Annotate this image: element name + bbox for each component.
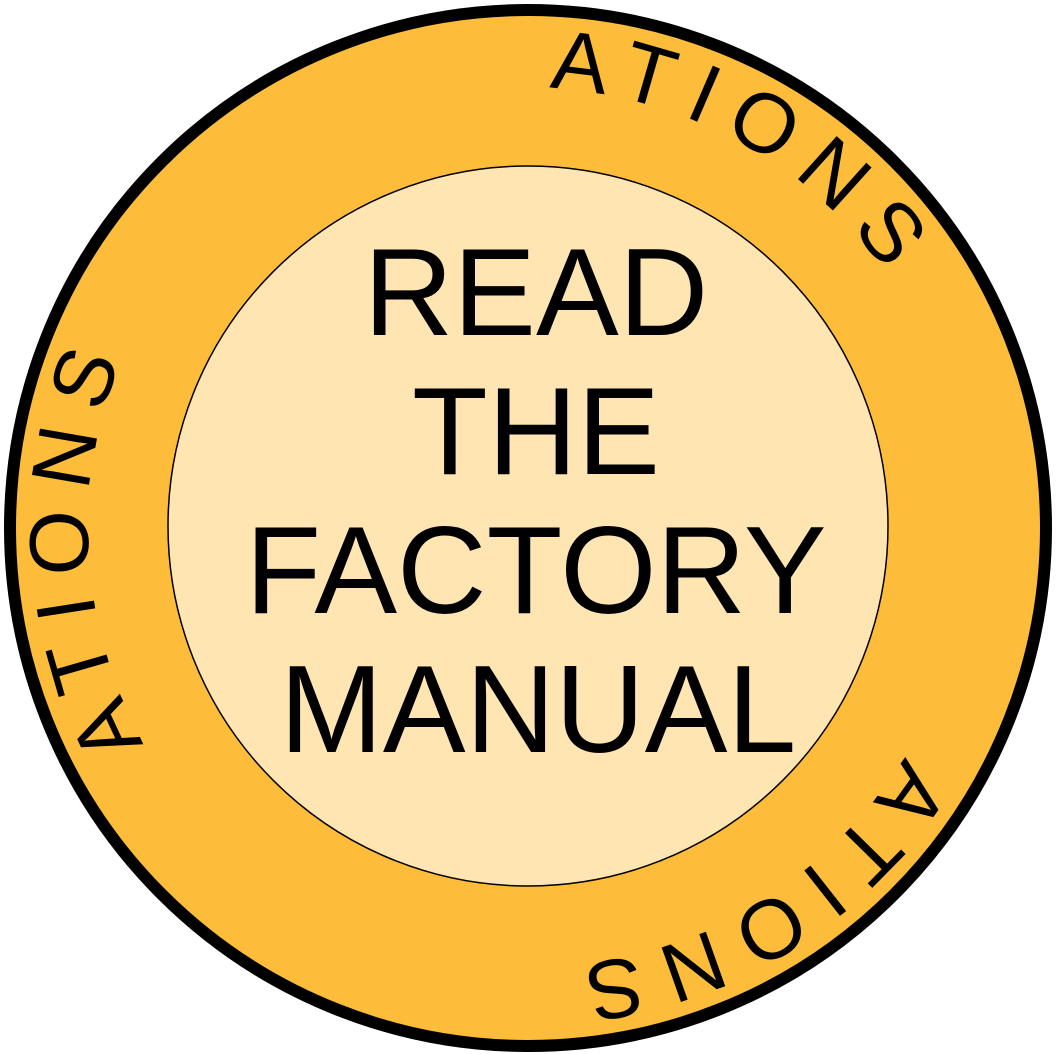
inner-circle [167,165,889,887]
center-line-manual: MANUAL [280,641,797,779]
center-line-factory: FACTORY [245,502,826,640]
center-line-read: READ [364,224,709,362]
center-line-the: THE [412,363,660,501]
center-message: READ THE FACTORY MANUAL [245,224,826,779]
